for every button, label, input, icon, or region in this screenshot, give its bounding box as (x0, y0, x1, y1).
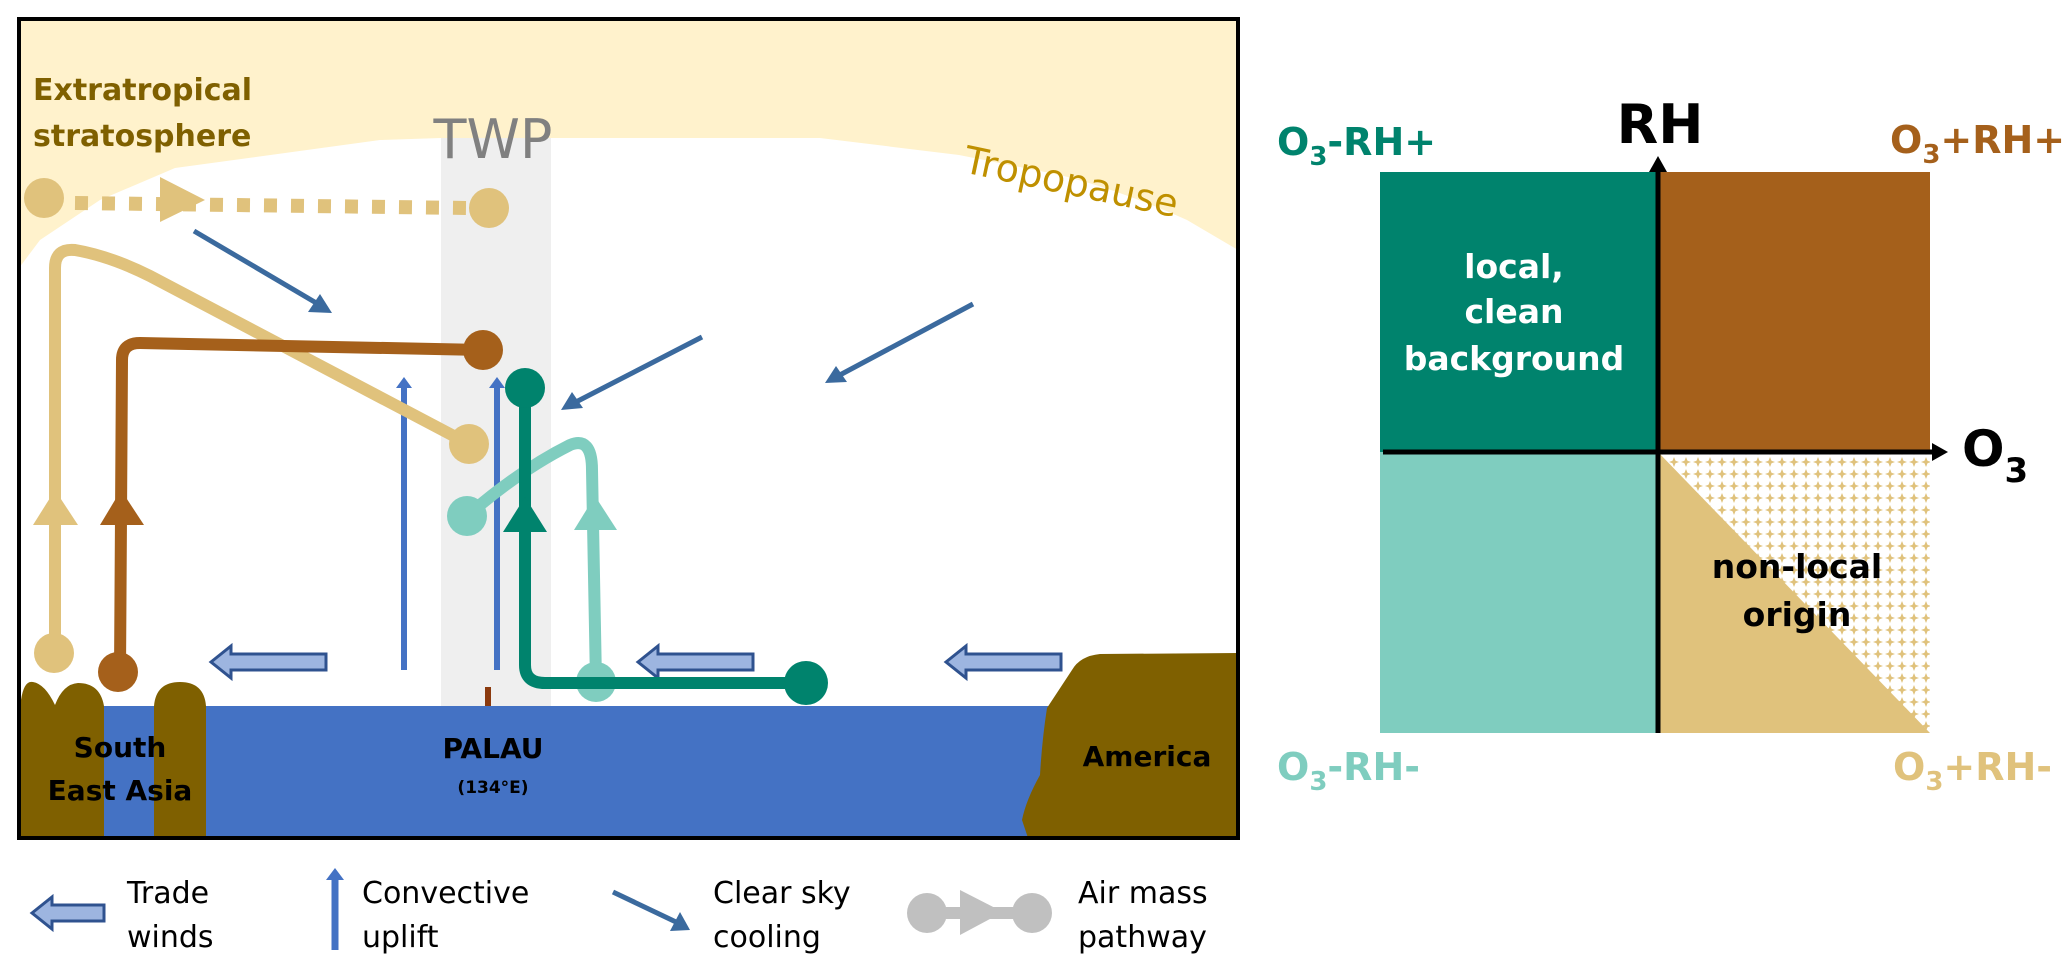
legend-trade-line1: Trade (126, 876, 209, 911)
trade-wind-arrow (635, 642, 755, 682)
quadrant-top-left (1380, 172, 1658, 452)
america-land (1022, 653, 1238, 838)
schematic-frame (17, 17, 1240, 840)
stratosphere-region (19, 19, 1238, 268)
label-subscript: 3 (1922, 140, 1940, 170)
south-east-asia-label-line2: East Asia (48, 774, 193, 807)
o3-axis-label-main: O (1962, 420, 2005, 478)
palau-longitude-label: (134°E) (457, 778, 528, 798)
label-part: O (1890, 118, 1922, 162)
quadrant-panel: RH O3 O3-RH+ O3+RH+ O3-RH- O3+RH- local,… (1277, 93, 2065, 797)
quadrant-bottom-left (1380, 452, 1658, 733)
clear-sky-cooling-arrow (561, 334, 704, 410)
quadrant-bottom-right-solid (1658, 452, 1930, 733)
convective-uplift-arrow (396, 377, 412, 670)
extratropical-label-line2: stratosphere (33, 119, 251, 154)
clear-sky-cooling-arrow (825, 301, 975, 383)
label-o3-plus-rh-minus: O3+RH- (1893, 745, 2052, 797)
schematic-panel: Extratropical stratosphere TWP Tropopaus… (19, 19, 1238, 838)
trade-wind-arrows (208, 642, 1063, 682)
rh-axis-label: RH (1617, 93, 1704, 156)
local-text-line1: local, (1464, 247, 1564, 286)
o3-axis-label-subscript: 3 (2005, 451, 2029, 491)
convective-uplift-arrow-icon (326, 868, 344, 950)
legend-convective-line2: uplift (362, 920, 439, 955)
extratropical-label-line1: Extratropical (33, 73, 252, 108)
label-part: -RH- (1327, 745, 1420, 789)
label-subscript: 3 (1925, 767, 1943, 797)
twp-label: TWP (433, 108, 553, 171)
local-text-line2: clean (1464, 292, 1563, 331)
legend-trade-line2: winds (127, 920, 214, 955)
south-east-asia-label-line1: South (74, 731, 167, 764)
quadrant-top-right (1658, 172, 1930, 452)
label-part: O (1893, 745, 1925, 789)
south-east-asia-land-east (154, 682, 206, 838)
legend-airmass-line2: pathway (1078, 920, 1207, 955)
label-o3-minus-rh-plus: O3-RH+ (1277, 120, 1436, 172)
clear-sky-cooling-arrow-icon (611, 889, 690, 931)
brown-air-mass-pathway (98, 330, 503, 692)
o3-axis-label: O3 (1962, 420, 2028, 491)
label-subscript: 3 (1309, 767, 1327, 797)
nonlocal-text-line2: origin (1743, 595, 1852, 634)
america-label: America (1083, 740, 1212, 773)
air-mass-pathway-icon (907, 890, 1052, 935)
label-o3-minus-rh-minus: O3-RH- (1277, 745, 1420, 797)
label-o3-plus-rh-plus: O3+RH+ (1890, 118, 2065, 170)
trade-wind-arrow (943, 642, 1063, 682)
label-part: +RH+ (1940, 118, 2065, 162)
palau-label: PALAU (442, 732, 543, 765)
nonlocal-text-line1: non-local (1712, 547, 1882, 586)
trade-wind-arrow-icon (29, 893, 106, 933)
legend-convective-line1: Convective (362, 876, 529, 911)
legend: Trade winds Convective uplift Clear sky … (29, 868, 1208, 955)
dark-green-air-mass-pathway (503, 368, 828, 705)
legend-airmass-line1: Air mass (1078, 876, 1208, 911)
o3-axis (1383, 443, 1948, 461)
clear-sky-cooling-arrow (192, 228, 332, 313)
stratospheric-intrusion-pathway (24, 177, 509, 228)
local-text-line3: background (1404, 339, 1625, 378)
legend-clearsky-line2: cooling (713, 920, 821, 955)
label-part: +RH- (1943, 745, 2052, 789)
south-east-asia-land-west (21, 681, 104, 838)
tan-air-mass-pathway (33, 243, 489, 673)
label-part: -RH+ (1327, 120, 1436, 164)
legend-clearsky-line1: Clear sky (713, 876, 851, 911)
palau-marker (485, 687, 491, 706)
light-teal-air-mass-pathway (447, 437, 617, 702)
label-part: O (1277, 745, 1309, 789)
label-part: O (1277, 120, 1309, 164)
convective-uplift-arrow (489, 377, 505, 670)
trade-wind-arrow (208, 642, 328, 682)
label-subscript: 3 (1309, 142, 1327, 172)
